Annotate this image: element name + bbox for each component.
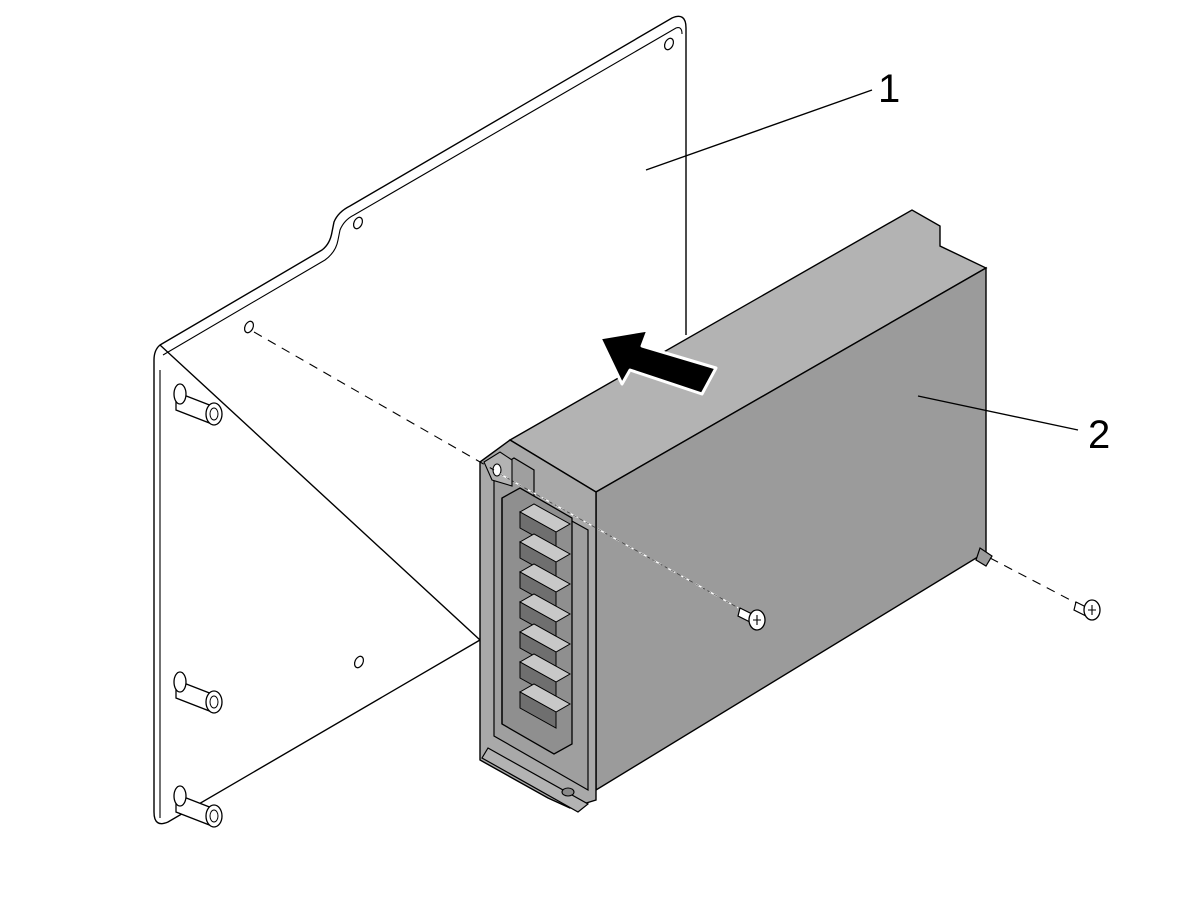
- terminal-slot: [518, 503, 572, 549]
- assembly-line: [499, 473, 743, 611]
- callout-2: 2: [917, 395, 1110, 457]
- module-mount-hole: [561, 787, 575, 797]
- standoff: [173, 785, 223, 828]
- standoff: [173, 671, 223, 714]
- plate-hole: [353, 655, 365, 669]
- screw-icon: [1073, 599, 1101, 621]
- terminal-slot: [518, 563, 572, 609]
- screw-icon: [737, 607, 766, 631]
- assembly-line: [253, 331, 495, 471]
- module-mount-hole: [492, 463, 502, 477]
- plate-hole: [663, 37, 675, 51]
- plate-edge: [162, 27, 683, 356]
- leader-line: [645, 89, 873, 171]
- callout-number: 2: [1088, 413, 1110, 457]
- terminal-slot: [518, 683, 572, 729]
- module-front-lip: [481, 747, 590, 813]
- plate-hole: [352, 216, 364, 230]
- arrow-left-up-icon: [598, 328, 718, 396]
- power-module: [479, 209, 993, 813]
- plate-hole: [243, 320, 255, 334]
- leader-line: [917, 395, 1079, 431]
- callout-number: 1: [878, 67, 900, 111]
- module-foot-tab: [975, 547, 993, 567]
- callout-1: 1: [645, 67, 900, 171]
- assembly-lines: [253, 331, 1079, 611]
- standoff: [173, 383, 223, 426]
- mounting-plate: [153, 15, 687, 828]
- terminal-slot: [518, 593, 572, 639]
- terminal-slot: [518, 623, 572, 669]
- terminal-block-icon: [501, 487, 573, 755]
- assembly-line: [989, 557, 1079, 605]
